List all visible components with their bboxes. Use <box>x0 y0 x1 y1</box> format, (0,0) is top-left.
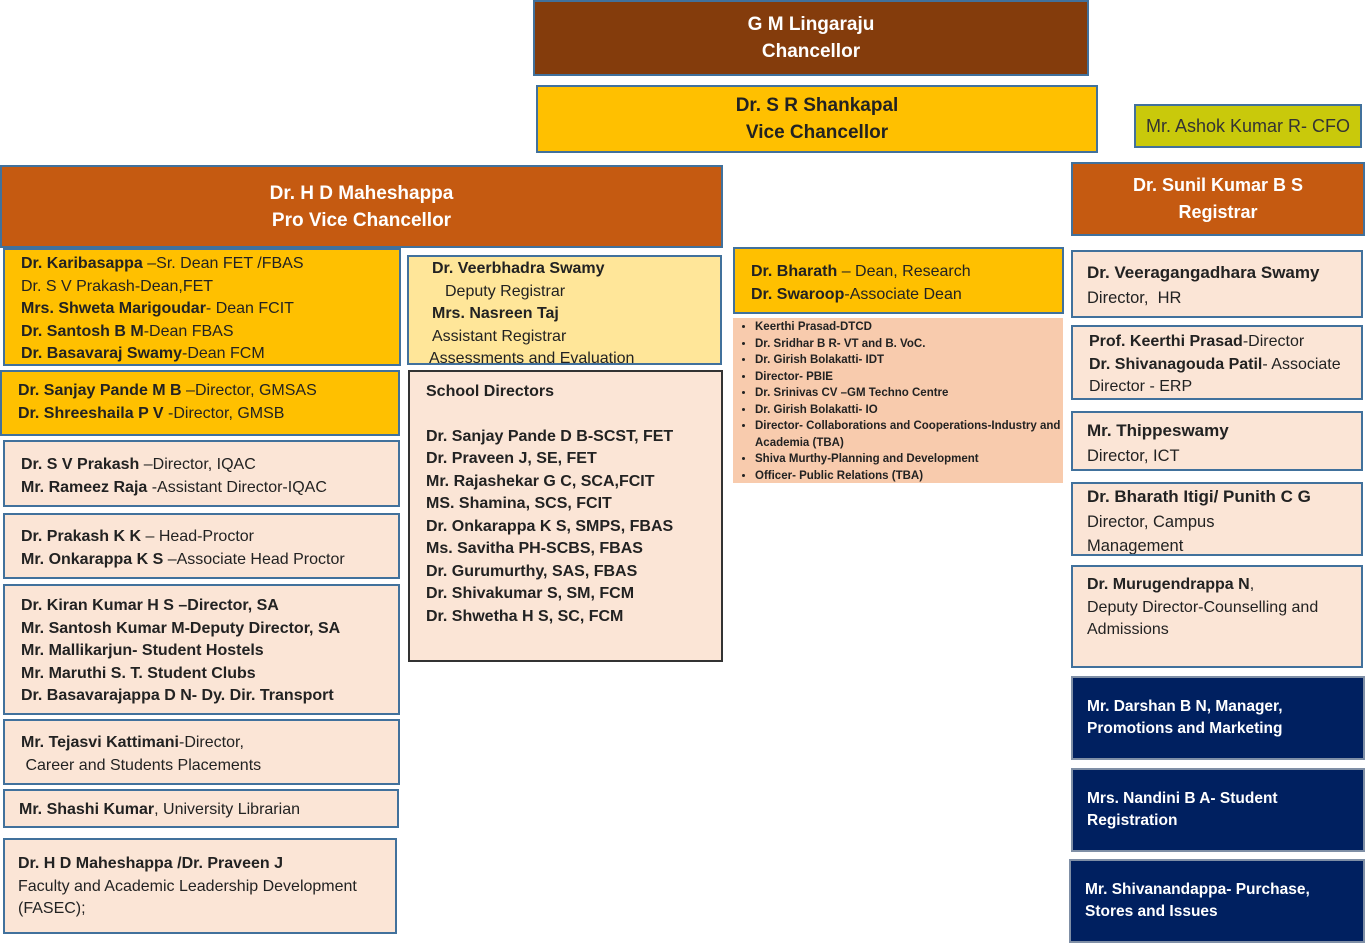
dean-row: Dr. Basavaraj Swamy-Dean FCM <box>21 345 265 362</box>
fasec-line: Faculty and Academic Leadership Developm… <box>18 877 357 895</box>
research-list-item: Dr. Girish Bolakatti- IDT <box>755 352 1063 369</box>
registrar-box: Dr. Sunil Kumar B S Registrar <box>1071 162 1365 236</box>
deputy-registrar-name: Dr. Veerbhadra Swamy <box>432 260 605 277</box>
school-director-row: Dr. Onkarappa K S, SMPS, FBAS <box>426 517 674 535</box>
placements-box: Mr. Tejasvi Kattimani-Director, Career a… <box>3 719 400 785</box>
purchase-text: Mr. Shivanandappa- Purchase, Stores and … <box>1085 881 1310 920</box>
school-director-row: Dr. Praveen J, SE, FET <box>426 450 597 467</box>
registration-text: Mrs. Nandini B A- Student Registration <box>1087 790 1278 829</box>
marketing-text: Mr. Darshan B N, Manager, Promotions and… <box>1087 698 1283 737</box>
deans-box: Dr. Karibasappa –Sr. Dean FET /FBAS Dr. … <box>3 248 401 366</box>
proctor-box: Dr. Prakash K K – Head-Proctor Mr. Onkar… <box>3 513 400 579</box>
placements-row: Mr. Tejasvi Kattimani-Director, <box>21 734 244 751</box>
fasec-names: Dr. H D Maheshappa /Dr. Praveen J <box>18 855 283 872</box>
research-list-item: Officer- Public Relations (TBA) <box>755 468 1063 484</box>
school-directors-title: School Directors <box>426 383 555 400</box>
school-director-row: Dr. Sanjay Pande D B-SCST, FET <box>426 427 674 445</box>
librarian-box: Mr. Shashi Kumar, University Librarian <box>3 789 399 828</box>
dean-row: Dr. Karibasappa –Sr. Dean FET /FBAS <box>21 255 304 272</box>
registrar-name: Dr. Sunil Kumar B S <box>1132 175 1304 195</box>
erp-row: Dr. Shivanagouda Patil- Associate Direct… <box>1089 355 1341 396</box>
dean-row: Dr. S V Prakash-Dean,FET <box>21 277 214 295</box>
registration-box: Mrs. Nandini B A- Student Registration <box>1071 768 1365 852</box>
registrar-title: Registrar <box>1178 202 1258 222</box>
registrars-box: Dr. Veerbhadra Swamy Deputy Registrar Mr… <box>407 255 722 365</box>
school-director-row: Dr. Shivakumar S, SM, FCM <box>426 585 635 602</box>
research-list-item: Keerthi Prasad-DTCD <box>755 319 1063 336</box>
school-director-row: Mr. Rajashekar G C, SCA,FCIT <box>426 472 655 490</box>
school-director-row: Dr. Gurumurthy, SAS, FBAS <box>426 562 638 580</box>
campus-role: Director, Campus Management <box>1087 512 1215 555</box>
research-list-item: Dr. Girish Bolakatti- IO <box>755 402 1063 419</box>
deputy-registrar-role: Deputy Registrar <box>445 282 566 300</box>
student-affairs-row: Mr. Mallikarjun- Student Hostels <box>21 642 264 659</box>
cfo-text: Mr. Ashok Kumar R- CFO <box>1145 116 1351 136</box>
campus-name: Dr. Bharath Itigi/ Punith C G <box>1087 487 1311 506</box>
hr-box: Dr. Veeragangadhara Swamy Director, HR <box>1071 250 1363 318</box>
proctor-row: Dr. Prakash K K – Head-Proctor <box>21 528 254 545</box>
placements-role: Career and Students Placements <box>21 756 262 774</box>
school-directors-box: School Directors Dr. Sanjay Pande D B-SC… <box>408 370 723 662</box>
research-list-item: Dr. Sridhar B R- VT and B. VoC. <box>755 336 1063 353</box>
research-box: Dr. Bharath – Dean, Research Dr. Swaroop… <box>733 247 1064 314</box>
pro-vice-chancellor-box: Dr. H D Maheshappa Pro Vice Chancellor <box>0 165 723 248</box>
assistant-registrar-name: Mrs. Nasreen Taj <box>432 305 559 322</box>
research-row: Dr. Swaroop-Associate Dean <box>751 285 962 303</box>
counselling-box: Dr. Murugendrappa N, Deputy Director-Cou… <box>1071 565 1363 668</box>
iqac-row: Mr. Rameez Raja -Assistant Director-IQAC <box>21 478 327 496</box>
ict-role: Director, ICT <box>1087 446 1180 465</box>
assistant-registrar-role: Assistant Registrar <box>432 327 567 345</box>
pro-vc-name: Dr. H D Maheshappa <box>269 182 454 204</box>
proctor-row: Mr. Onkarappa K S –Associate Head Procto… <box>21 550 345 568</box>
vice-chancellor-box: Dr. S R Shankapal Vice Chancellor <box>536 85 1098 153</box>
research-list-item: Director- Collaborations and Cooperation… <box>755 418 1063 451</box>
research-row: Dr. Bharath – Dean, Research <box>751 263 971 280</box>
erp-row: Prof. Keerthi Prasad-Director <box>1089 333 1305 350</box>
gm-directors-box: Dr. Sanjay Pande M B –Director, GMSAS Dr… <box>0 370 400 436</box>
student-affairs-row: Dr. Kiran Kumar H S –Director, SA <box>21 597 279 614</box>
counselling-role: Deputy Director-Counselling and Admissio… <box>1087 598 1319 639</box>
ict-name: Mr. Thippeswamy <box>1087 421 1229 440</box>
cfo-box: Mr. Ashok Kumar R- CFO <box>1134 104 1362 148</box>
dean-row: Mrs. Shweta Marigoudar- Dean FCIT <box>21 300 294 317</box>
erp-box: Prof. Keerthi Prasad-Director Dr. Shivan… <box>1071 325 1363 400</box>
assessment-label: Assessments and Evaluation <box>429 350 635 365</box>
campus-box: Dr. Bharath Itigi/ Punith C G Director, … <box>1071 482 1363 556</box>
vice-chancellor-title: Vice Chancellor <box>745 122 889 143</box>
fasec-box: Dr. H D Maheshappa /Dr. Praveen J Facult… <box>3 838 397 934</box>
research-list-item: Shiva Murthy-Planning and Development <box>755 451 1063 468</box>
gm-director-row: Dr. Shreeshaila P V -Director, GMSB <box>18 404 285 422</box>
fasec-line: (FASEC); <box>18 900 86 917</box>
ict-box: Mr. Thippeswamy Director, ICT <box>1071 411 1363 471</box>
hr-role: Director, HR <box>1087 288 1182 307</box>
gm-director-row: Dr. Sanjay Pande M B –Director, GMSAS <box>18 382 317 399</box>
school-director-row: Dr. Shwetha H S, SC, FCM <box>426 607 624 625</box>
chancellor-box: G M Lingaraju Chancellor <box>533 0 1089 76</box>
student-affairs-row: Mr. Santosh Kumar M-Deputy Director, SA <box>21 619 341 637</box>
student-affairs-row: Dr. Basavarajappa D N- Dy. Dir. Transpor… <box>21 687 334 704</box>
purchase-box: Mr. Shivanandappa- Purchase, Stores and … <box>1069 859 1365 943</box>
research-list-item: Director- PBIE <box>755 369 1063 386</box>
school-director-row: Ms. Savitha PH-SCBS, FBAS <box>426 540 643 557</box>
school-director-row: MS. Shamina, SCS, FCIT <box>426 495 612 512</box>
chancellor-title: Chancellor <box>761 41 861 62</box>
vice-chancellor-name: Dr. S R Shankapal <box>735 95 899 116</box>
student-affairs-box: Dr. Kiran Kumar H S –Director, SA Mr. Sa… <box>3 584 400 715</box>
chancellor-name: G M Lingaraju <box>747 14 875 35</box>
iqac-row: Dr. S V Prakash –Director, IQAC <box>21 456 256 473</box>
marketing-box: Mr. Darshan B N, Manager, Promotions and… <box>1071 676 1365 760</box>
iqac-box: Dr. S V Prakash –Director, IQAC Mr. Rame… <box>3 440 400 507</box>
counselling-row: Dr. Murugendrappa N, <box>1087 576 1255 593</box>
student-affairs-row: Mr. Maruthi S. T. Student Clubs <box>21 664 256 682</box>
research-list: Keerthi Prasad-DTCD Dr. Sridhar B R- VT … <box>733 319 1063 483</box>
pro-vc-title: Pro Vice Chancellor <box>271 209 452 231</box>
dean-row: Dr. Santosh B M-Dean FBAS <box>21 322 234 340</box>
research-list-box: Keerthi Prasad-DTCD Dr. Sridhar B R- VT … <box>733 318 1063 483</box>
librarian-row: Mr. Shashi Kumar, University Librarian <box>19 801 300 818</box>
hr-name: Dr. Veeragangadhara Swamy <box>1087 263 1320 282</box>
research-list-item: Dr. Srinivas CV –GM Techno Centre <box>755 385 1063 402</box>
